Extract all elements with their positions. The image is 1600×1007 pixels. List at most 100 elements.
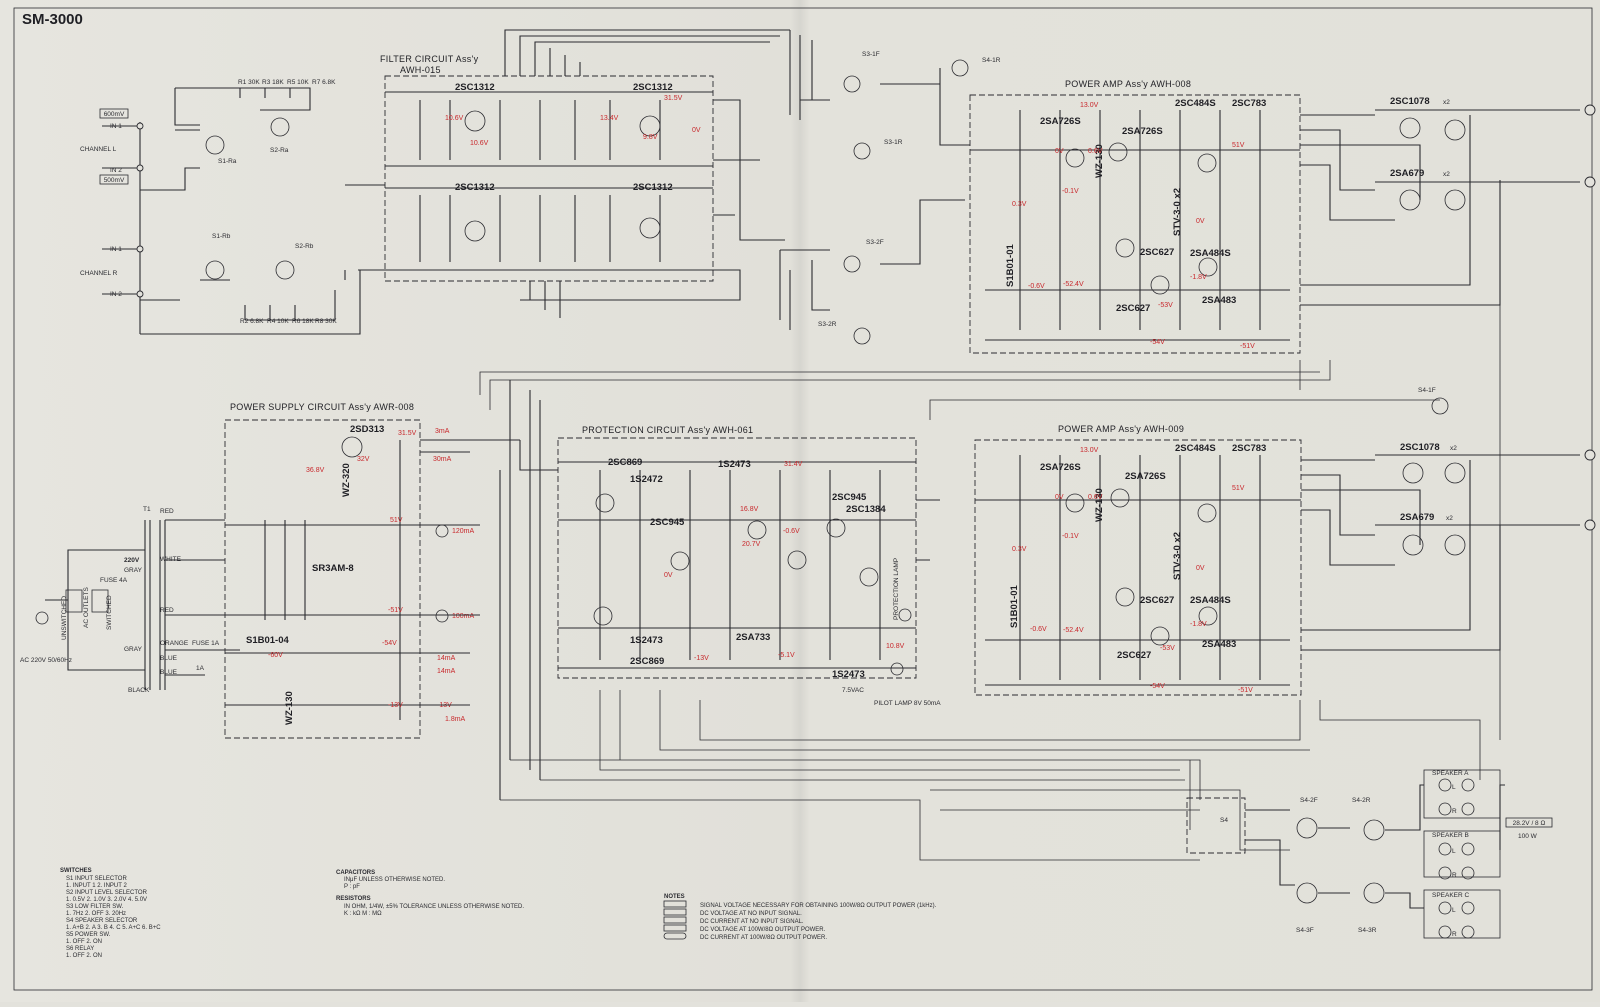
prot-d4: 1S2473 [832, 669, 865, 680]
out-bottom-npn-mult: x2 [1450, 445, 1457, 452]
amp2-v6: 0.3V [1012, 546, 1027, 553]
model-title: SM-3000 [22, 11, 83, 28]
page-frame [13, 7, 1593, 991]
filter-q2: 2SC1312 [633, 82, 673, 93]
tap-blue-2: BLUE [160, 669, 178, 676]
legend-capacitor-line-0: INμF UNLESS OTHERWISE NOTED. [344, 877, 445, 883]
amp1-v4: -0.1V [1062, 188, 1079, 195]
out-bottom-npn: 2SC1078 [1400, 442, 1440, 453]
amp2-v3: 0.6V [1088, 494, 1103, 501]
switch-s4-1f-label: S4-1F [1418, 387, 1436, 394]
amp2-q5: 2SC627 [1140, 595, 1174, 606]
amp2-v8: -52.4V [1063, 627, 1084, 634]
filter-circuit: FILTER CIRCUIT Ass'y AWH-015 2SC1312 2SC… [344, 29, 790, 318]
out-top-pnp: 2SA679 [1390, 168, 1424, 179]
power-amp-1: POWER AMP Ass'y AWH-008 2SA726S 2SA726S … [969, 79, 1501, 354]
amp1-q2: 2SA726S [1122, 126, 1163, 137]
filter-q4: 2SC1312 [633, 182, 673, 193]
amp1-q5: 2SC627 [1140, 247, 1174, 258]
legend-switch-line-3: 1. 0.5V 2. 1.0V 3. 2.0V 4. 5.0V [66, 897, 147, 903]
legend-switch-line-2: S2 INPUT LEVEL SELECTOR [66, 890, 148, 896]
switch-s4-1r-label: S4-1R [982, 57, 1001, 64]
amp2-q2: 2SA726S [1125, 471, 1166, 482]
s4-3r-label: S4-3R [1358, 927, 1377, 934]
resistor-r3: R3 18K [262, 79, 284, 86]
filter-v6: 9.8V [643, 134, 658, 141]
filter-v3: 13.4V [600, 115, 619, 122]
amp2-v4: -0.1V [1062, 533, 1079, 540]
psu-bridge: SR3AM-8 [312, 563, 354, 574]
amp1-stv: STV-3-0 x2 [1172, 188, 1183, 236]
legend-note-line-4: DC CURRENT AT 100W/8Ω OUTPUT POWER. [700, 935, 827, 941]
amp1-q8: 2SC627 [1116, 303, 1150, 314]
prot-v5: 0V [664, 572, 673, 579]
prot-q1: 2SC869 [608, 457, 642, 468]
legend-capacitor-line-1: P : pF [344, 884, 360, 890]
prot-v3: 20.7V [742, 541, 761, 548]
prot-q4: 2SC869 [630, 656, 664, 667]
prot-d3: 1S2473 [630, 635, 663, 646]
protection-title: PROTECTION CIRCUIT Ass'y AWH-061 [582, 425, 753, 435]
outlet-ac: AC OUTLETS [83, 587, 90, 628]
legend-switch-line-8: S5 POWER SW. [66, 932, 111, 938]
amp1-v6: 0.3V [1012, 201, 1027, 208]
switch-s1-rb-label: S1-Rb [212, 233, 231, 240]
psu-i3: 120mA [452, 528, 475, 535]
filter-v5: 0V [692, 127, 701, 134]
prot-q5: 2SC945 [832, 492, 867, 503]
psu-v5: -51V [388, 607, 403, 614]
amp2-q6: 2SA484S [1190, 595, 1231, 606]
resistor-r8: R8 30K [315, 318, 337, 325]
spk-c-l: L [1452, 907, 1456, 914]
prot-d1: 1S2472 [630, 474, 663, 485]
amp1-v13: 0V [1196, 218, 1205, 225]
legend-switch-line-7: 1. A+B 2. A 3. B 4. C 5. A+C 6. B+C [66, 925, 161, 931]
amp1-q7: 2SA483 [1202, 295, 1236, 306]
s4-2f-label: S4-2F [1300, 797, 1318, 804]
switch-s2-rb-label: S2-Rb [295, 243, 314, 250]
switch-s3-2f-label: S3-2F [866, 239, 884, 246]
psu-v8: -13V [388, 702, 403, 709]
amp2-v2: 0V [1055, 494, 1064, 501]
psu-i4: 100mA [452, 613, 475, 620]
legend-resistors-title: RESISTORS [336, 896, 371, 902]
protection-circuit: PROTECTION CIRCUIT Ass'y AWH-061 2SC869 … [499, 380, 941, 800]
amp2-q7: 2SA483 [1202, 639, 1236, 650]
filter-title: FILTER CIRCUIT Ass'y [380, 54, 479, 64]
amp1-v3: 0.6V [1088, 148, 1103, 155]
ac-plug-icon [35, 611, 49, 625]
prot-v4: -0.6V [783, 528, 800, 535]
channel-l-label: CHANNEL L [80, 146, 117, 153]
prot-d2: 1S2473 [718, 459, 751, 470]
amp1-q4: 2SC783 [1232, 98, 1266, 109]
prot-v6: -13V [694, 655, 709, 662]
psu-i1: 3mA [435, 428, 450, 435]
prot-q3: 2SA733 [736, 632, 770, 643]
psu-v1: 31.5V [398, 430, 417, 437]
amp2-q1: 2SA726S [1040, 462, 1081, 473]
out-top-npn: 2SC1078 [1390, 96, 1430, 107]
amp1-v9: -53V [1158, 302, 1173, 309]
psu-i7: 1.8mA [445, 716, 466, 723]
tap-blue-1: BLUE [160, 655, 178, 662]
resistor-r5: R5 10K [287, 79, 309, 86]
protection-lamp-label: PROTECTION LAMP [893, 558, 900, 620]
psu-i6: 14mA [437, 668, 456, 675]
legend-switch-line-0: S1 INPUT SELECTOR [66, 876, 127, 882]
legend-resistor-line-0: IN OHM, 1/4W, ±5% TOLERANCE UNLESS OTHER… [344, 904, 524, 910]
filter-q3: 2SC1312 [455, 182, 495, 193]
input-section: 600mV 500mV IN 1 IN 2 CHANNEL L IN 1 IN … [80, 79, 361, 335]
filter-q1: 2SC1312 [455, 82, 495, 93]
power-amp-2: POWER AMP Ass'y AWH-009 2SA726S 2SA726S … [974, 424, 1501, 696]
mid-switches: S3-1F S3-1R S3-2F S3-2R S4-1R S4-1F [779, 30, 1449, 415]
resistor-r6: R6 18K [292, 318, 314, 325]
speaker-power: 100 W [1518, 833, 1538, 840]
legend-note-line-0: SIGNAL VOLTAGE NECESSARY FOR OBTAINING 1… [700, 903, 937, 909]
psu-v6: -54V [382, 640, 397, 647]
legend-note-line-3: DC VOLTAGE AT 100W/8Ω OUTPUT POWER. [700, 927, 826, 933]
tap-220v: 220V [124, 557, 140, 564]
speaker-switch-s4: S4 [1220, 817, 1228, 824]
resistor-r7: R7 6.8K [312, 79, 336, 86]
amp1-v12: -1.8V [1190, 274, 1207, 281]
